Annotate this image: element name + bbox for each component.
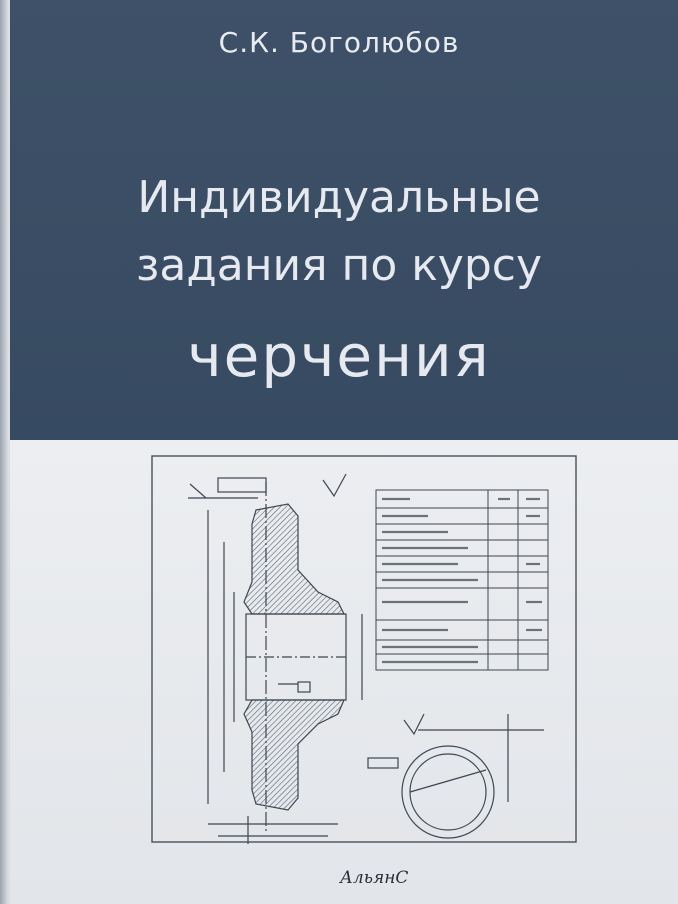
ring-detail (367, 713, 544, 839)
parameter-table (375, 489, 549, 671)
author-name: С.К. Боголюбов (218, 26, 460, 59)
cover-bottom-panel (10, 440, 678, 904)
part-section (188, 473, 363, 844)
publisher-logo: АльянС (340, 868, 409, 888)
title-line-2: задания по курсу (135, 240, 542, 291)
technical-drawing-illustration (151, 455, 577, 844)
title-line-1: Индивидуальные (137, 172, 541, 223)
drawing-frame (151, 455, 577, 843)
cover-top-band (10, 0, 678, 440)
title-line-3: черчения (187, 322, 491, 390)
